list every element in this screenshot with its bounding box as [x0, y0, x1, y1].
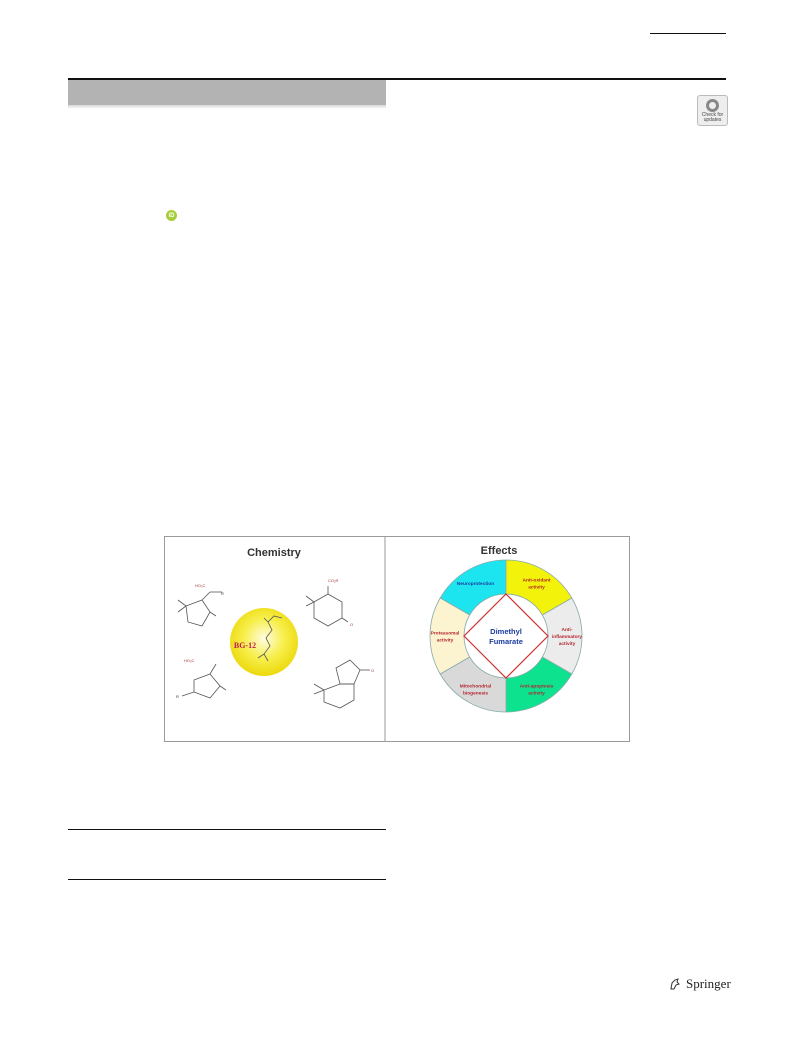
structure-top-left	[177, 591, 222, 627]
center-label-line1: Dimethyl	[490, 627, 522, 636]
article-type-band	[68, 80, 386, 105]
effect-label: activity	[437, 638, 454, 644]
effects-title: Effects	[481, 545, 518, 557]
check-for-updates-badge[interactable]: Check for updates	[697, 95, 728, 126]
effect-label: activity	[528, 690, 545, 696]
effect-label: Neuroprotection	[457, 581, 494, 587]
springer-logo: Springer	[668, 976, 731, 992]
check-updates-icon	[706, 99, 719, 112]
structure-top-left-sub: HO₂C	[195, 583, 206, 588]
center-diamond	[463, 593, 549, 679]
top-rule	[68, 78, 726, 80]
section-rule-bottom	[68, 879, 386, 880]
springer-horse-icon	[670, 978, 680, 990]
structure-bottom-left-r: R	[176, 694, 179, 699]
publisher-name: Springer	[686, 976, 731, 991]
effect-label: activity	[559, 641, 576, 647]
effect-label: Mitochondrial	[460, 683, 491, 689]
effect-label: Anti-oxidant	[523, 578, 551, 584]
header-rule	[650, 33, 726, 34]
structure-top-left-r: R	[221, 591, 224, 596]
bg12-label: BG-12	[234, 641, 256, 650]
structure-bottom-left	[181, 663, 227, 699]
structure-top-right	[305, 586, 349, 627]
effect-label: activity	[528, 585, 545, 591]
chemistry-title: Chemistry	[247, 547, 302, 559]
effect-label: Proteasomal	[431, 631, 460, 637]
effect-label: Anti-	[562, 627, 573, 633]
section-rule-top	[68, 829, 386, 830]
structure-bottom-right-o: O	[371, 668, 374, 673]
bg12-structure	[257, 615, 283, 662]
effects-wheel: NeuroprotectionAnti-oxidantactivityAnti-…	[429, 559, 582, 713]
effect-segment	[429, 597, 471, 675]
check-updates-label: Check for updates	[701, 112, 724, 123]
structure-top-right-sub: CO₂R	[328, 578, 339, 583]
structure-bottom-right	[313, 659, 370, 709]
orcid-label: iD	[168, 212, 175, 219]
effect-label: Anti-apoptosis	[520, 683, 554, 689]
center-label-line2: Fumarate	[489, 637, 523, 646]
structure-bottom-left-sub: HO₂C	[184, 658, 195, 663]
article-type-band-shadow	[68, 105, 386, 109]
bg12-glow	[230, 608, 298, 676]
orcid-icon[interactable]: iD	[166, 210, 177, 221]
effect-label: biogenesis	[463, 690, 488, 696]
structure-top-right-o: O	[350, 622, 353, 627]
graphical-abstract-figure: Chemistry BG-12 HO₂C R CO₂R O HO₂C R	[164, 536, 630, 742]
effect-label: inflammatory	[552, 634, 582, 640]
